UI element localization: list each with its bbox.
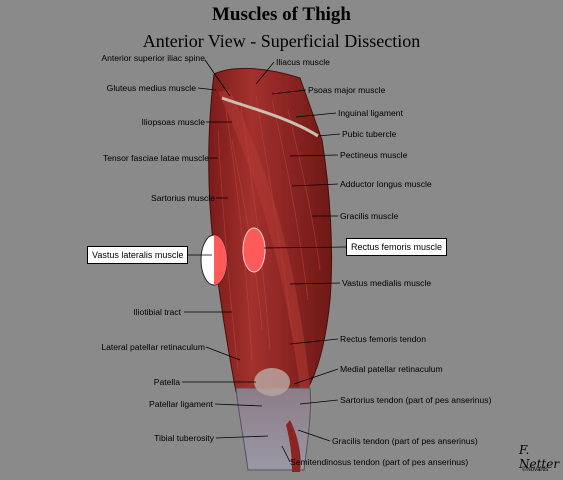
inguinal-ligament	[221, 96, 319, 138]
label-rectus-femoris-boxed: Rectus femoris muscle	[346, 238, 448, 256]
artist-signature: F. Netter	[519, 443, 560, 471]
label-pectineus: Pectineus muscle	[340, 150, 408, 160]
label-tibial-tuberosity: Tibial tuberosity	[154, 433, 214, 443]
copyright-credit: ©Novartis	[522, 467, 549, 473]
sartorius-band	[218, 90, 310, 388]
label-pubic-tubercle: Pubic tubercle	[342, 129, 397, 139]
label-rectus-femoris-tendon: Rectus femoris tendon	[340, 334, 426, 344]
rectus-femoris-highlight	[242, 227, 266, 273]
label-sartorius: Sartorius muscle	[151, 193, 215, 203]
label-gracilis-tendon: Gracilis tendon (part of pes anserinus)	[332, 436, 478, 446]
leader-lines	[182, 59, 347, 463]
label-gluteus-medius: Gluteus medius muscle	[106, 83, 196, 93]
label-iliacus: Iliacus muscle	[276, 57, 330, 67]
label-patellar-ligament: Patellar ligament	[148, 399, 213, 409]
label-adductor-longus: Adductor longus muscle	[340, 179, 432, 189]
label-medial-patellar-retinaculum: Medial patellar retinaculum	[340, 364, 443, 374]
label-sartorius-tendon: Sartorius tendon (part of pes anserinus)	[340, 395, 492, 405]
label-lateral-patellar-retinaculum: Lateral patellar retinaculum	[101, 342, 205, 352]
label-patella: Patella	[153, 377, 180, 387]
lower-leg-muscle	[286, 420, 301, 472]
label-semitendinosus-tendon: Semitendinosus tendon (part of pes anser…	[290, 457, 469, 467]
page-subtitle: Anterior View - Superficial Dissection	[142, 31, 421, 51]
label-iliopsoas: Iliopsoas muscle	[141, 117, 205, 127]
label-psoas-major: Psoas major muscle	[308, 85, 386, 95]
label-iliotibial-tract: Iliotibial tract	[133, 307, 181, 317]
vastus-lateralis-highlight-red	[214, 235, 227, 285]
label-gracilis: Gracilis muscle	[340, 211, 399, 221]
label-tensor-fasciae-latae: Tensor fasciae latae muscle	[102, 153, 209, 163]
label-anterior-superior-iliac-spine: Anterior superior iliac spine	[101, 53, 205, 63]
label-vastus-medialis: Vastus medialis muscle	[342, 278, 432, 288]
label-vastus-lateralis-boxed: Vastus lateralis muscle	[87, 246, 189, 264]
page-title: Muscles of Thigh	[211, 4, 351, 25]
label-inguinal-ligament: Inguinal ligament	[338, 108, 403, 118]
patella-shape	[254, 368, 290, 396]
